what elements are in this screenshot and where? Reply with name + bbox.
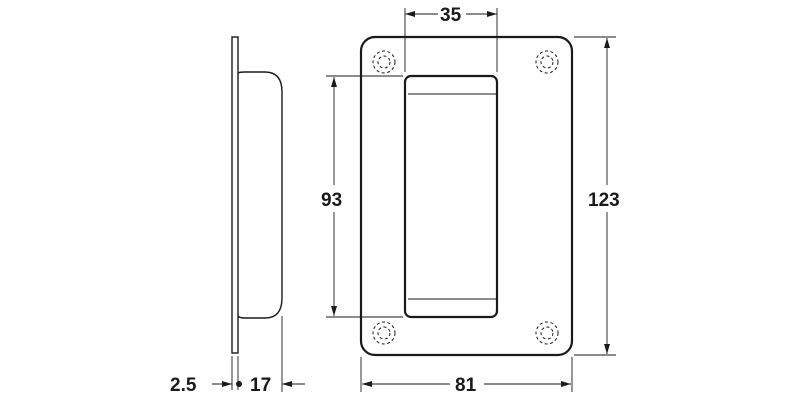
screw-hole-top-right [535,50,559,74]
screw-hole-top-left [372,50,396,74]
screw-hole-bottom-left [372,321,396,345]
side-cup-profile [237,71,283,319]
dim-recess-height: 93 [321,190,342,211]
screw-hole-bottom-right [535,321,559,345]
side-view: 2.5 17 [170,36,305,396]
dim-plate-width: 81 [455,375,477,396]
dim-plate-height: 123 [588,190,620,211]
dim-plate-thickness: 2.5 [170,375,197,396]
side-plate [231,36,239,354]
front-view: 35 93 123 81 [321,5,620,396]
dim-projection-depth: 17 [250,375,271,396]
recess-opening [403,74,499,319]
dim-recess-width: 35 [440,5,462,26]
front-plate [359,35,574,357]
